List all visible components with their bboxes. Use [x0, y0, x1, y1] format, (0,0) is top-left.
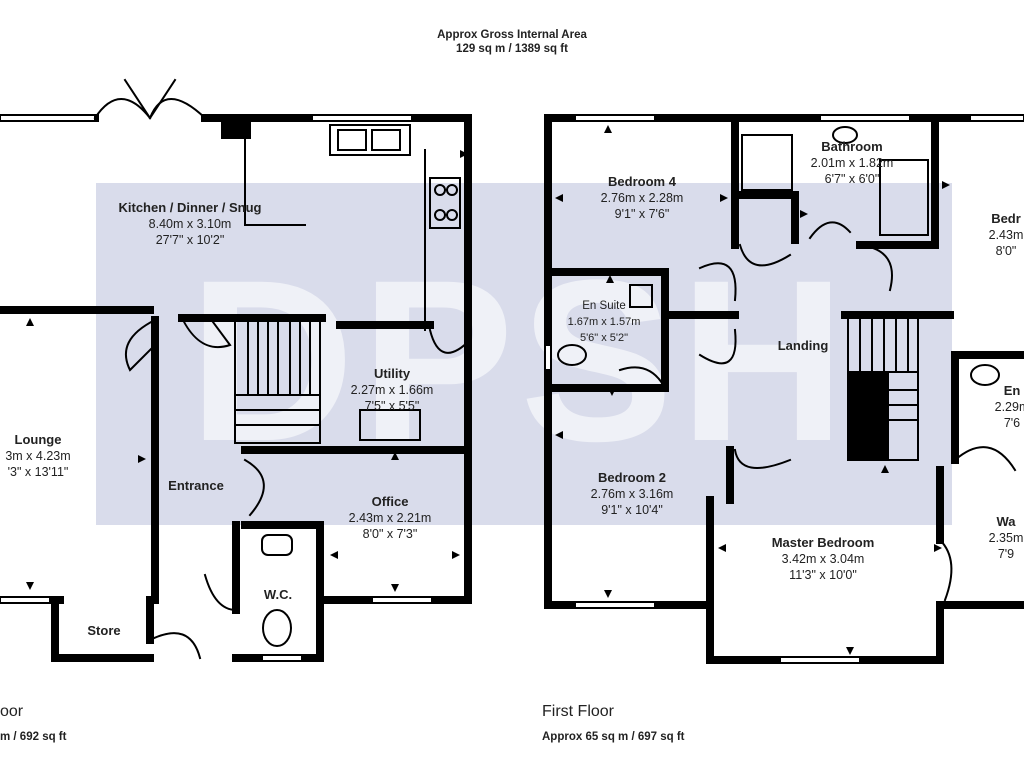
room-name: Bedroom 4	[608, 174, 676, 189]
room-imperial: 9'1" x 10'4"	[601, 503, 663, 517]
room-name: Store	[87, 623, 121, 638]
room-metric: 2.43m x 2.21m	[348, 511, 432, 525]
ground-floor-title: oor	[0, 703, 24, 720]
room-imperial: 9'1" x 7'6"	[614, 207, 670, 221]
room-imperial: 7'9	[997, 547, 1015, 561]
room-name: Bedroom 2	[598, 470, 666, 485]
room-name: En	[1003, 383, 1021, 398]
room-lounge: Lounge 3m x 4.23m '3" x 13'11"	[5, 432, 70, 480]
room-name: Kitchen / Dinner / Snug	[118, 200, 262, 215]
gross-area-header: Approx Gross Internal Area 129 sq m / 13…	[437, 28, 587, 56]
room-wc: W.C.	[264, 587, 292, 603]
room-name: Lounge	[14, 432, 62, 447]
room-imperial: 11'3" x 10'0"	[789, 568, 857, 582]
room-imperial: '3" x 13'11"	[7, 465, 69, 479]
room-wardrobe: Wa 2.35m 7'9	[989, 514, 1024, 562]
room-bedroom-2: Bedroom 2 2.76m x 3.16m 9'1" x 10'4"	[591, 470, 674, 518]
room-imperial: 6'7" x 6'0"	[824, 172, 880, 186]
room-name: Entrance	[168, 478, 224, 493]
first-floor-area: Approx 65 sq m / 697 sq ft	[542, 731, 685, 743]
room-metric: 3.42m x 3.04m	[781, 552, 865, 566]
room-imperial: 8'0" x 7'3"	[362, 527, 418, 541]
dimension-markers	[26, 125, 950, 655]
room-metric: 2.76m x 2.28m	[600, 191, 684, 205]
room-metric: 2.35m	[988, 531, 1024, 545]
room-kitchen: Kitchen / Dinner / Snug 8.40m x 3.10m 27…	[118, 200, 261, 248]
room-entrance: Entrance	[168, 478, 224, 494]
room-store: Store	[87, 623, 120, 639]
room-imperial: 7'6	[1003, 416, 1021, 430]
room-imperial: 5'6" x 5'2"	[579, 332, 629, 344]
room-en-suite: En Suite 1.67m x 1.57m 5'6" x 5'2"	[568, 298, 641, 346]
room-bathroom: Bathroom 2.01m x 1.82m 6'7" x 6'0"	[811, 139, 894, 187]
room-metric: 2.27m x 1.66m	[350, 383, 434, 397]
room-name: Master Bedroom	[771, 535, 875, 550]
room-master-bedroom: Master Bedroom 3.42m x 3.04m 11'3" x 10'…	[772, 535, 875, 583]
ground-floor-area: m / 692 sq ft	[0, 731, 67, 743]
room-name: W.C.	[263, 587, 293, 602]
room-imperial: 8'0"	[995, 244, 1017, 258]
gross-area-title: Approx Gross Internal Area	[437, 29, 587, 41]
room-name: Bedr	[991, 211, 1021, 226]
watermark: DPSH	[96, 183, 952, 525]
room-name: Wa	[996, 514, 1016, 529]
room-name: Utility	[373, 366, 411, 381]
room-metric: 1.67m x 1.57m	[567, 316, 641, 328]
room-bedroom-4: Bedroom 4 2.76m x 2.28m 9'1" x 7'6"	[601, 174, 684, 222]
room-metric: 3m x 4.23m	[5, 449, 71, 463]
room-metric: 2.43m	[988, 228, 1024, 242]
room-imperial: 27'7" x 10'2"	[155, 233, 225, 247]
room-utility: Utility 2.27m x 1.66m 7'5" x 5'5"	[351, 366, 434, 414]
room-office: Office 2.43m x 2.21m 8'0" x 7'3"	[349, 494, 432, 542]
room-metric: 2.76m x 3.16m	[590, 487, 674, 501]
room-name: Landing	[777, 338, 829, 353]
room-landing: Landing	[778, 338, 829, 354]
room-name: Bathroom	[821, 139, 883, 154]
room-metric: 2.01m x 1.82m	[810, 156, 894, 170]
room-metric: 8.40m x 3.10m	[148, 217, 232, 231]
room-name: En Suite	[582, 300, 626, 312]
room-name: Office	[371, 494, 409, 509]
room-bedroom-3: Bedr 2.43m 8'0"	[989, 211, 1024, 259]
room-metric: 2.29m	[994, 400, 1024, 414]
first-floor-title: First Floor	[542, 703, 614, 720]
room-en-suite-2: En 2.29m 7'6	[995, 383, 1024, 431]
gross-area-value: 129 sq m / 1389 sq ft	[456, 43, 568, 55]
room-imperial: 7'5" x 5'5"	[364, 399, 420, 413]
